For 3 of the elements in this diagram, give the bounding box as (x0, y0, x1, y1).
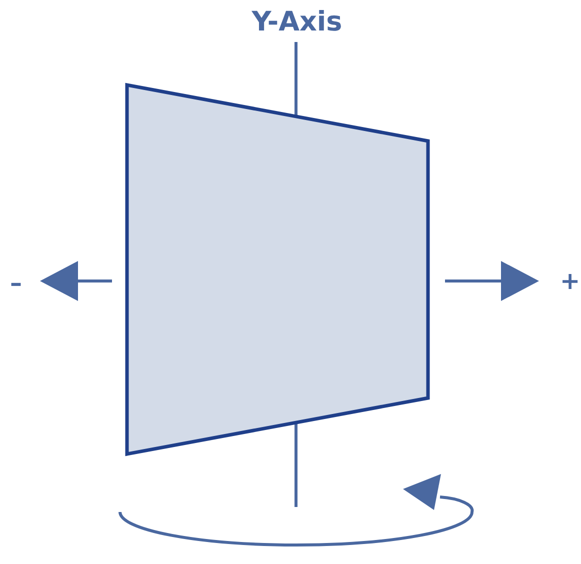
axis-label: Y-Axis (252, 8, 342, 36)
minus-sign: – (10, 271, 22, 295)
plus-sign: + (560, 269, 580, 293)
